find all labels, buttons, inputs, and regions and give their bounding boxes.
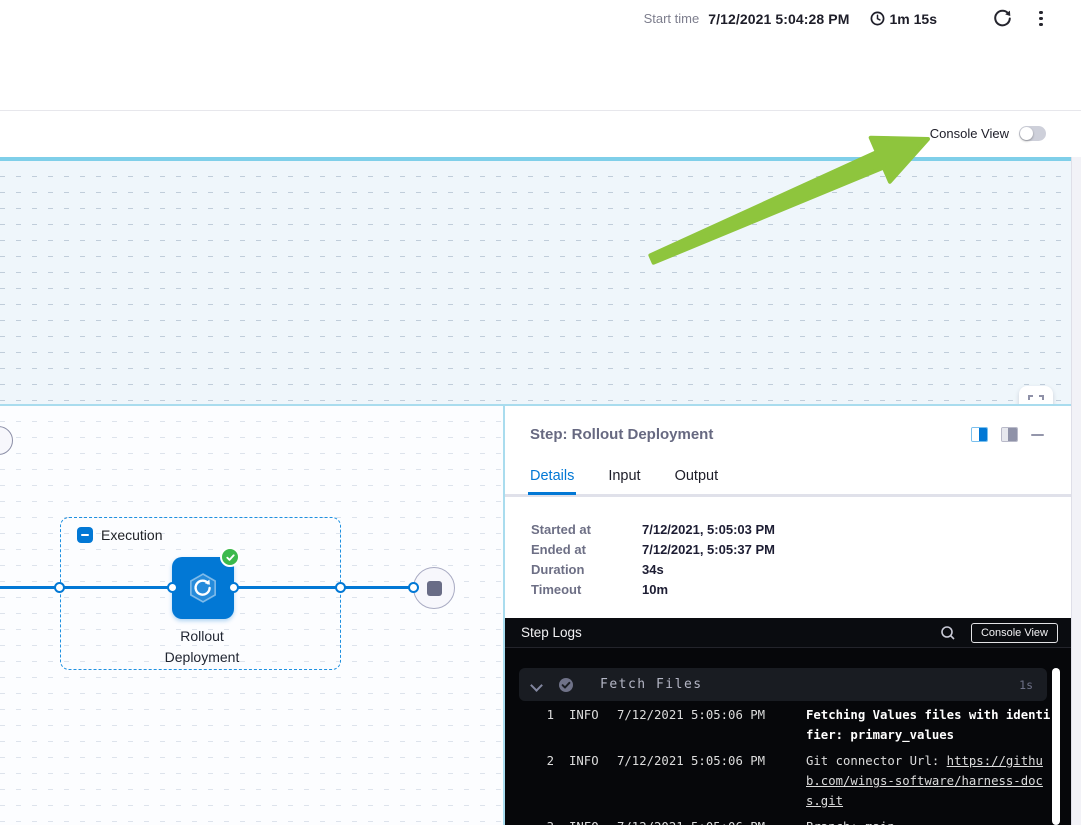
panel-tabs: Details Input Output [527,468,719,495]
git-connector-link[interactable]: https://github.com/wings-software/harnes… [806,754,1043,808]
execution-group-label: Execution [101,527,163,543]
log-level: INFO [569,708,599,722]
log-level: INFO [569,754,599,768]
canvas-zoom-controls: + − [1019,386,1053,404]
log-line-number: 3 [541,817,554,825]
refresh-button[interactable] [993,9,1012,28]
edge-connector [167,582,178,593]
app-scrollbar-track[interactable] [1071,157,1081,825]
start-time-value: 7/12/2021 5:04:28 PM [708,10,850,27]
detail-value: 34s [642,561,664,577]
log-row: 2 INFO 7/12/2021 5:05:06 PM Git connecto… [541,751,1061,811]
toggle-knob [1020,127,1033,140]
detail-label: Ended at [531,541,586,557]
tabs-divider [505,494,1071,497]
detail-row: Ended at 7/12/2021, 5:05:37 PM [531,539,775,559]
chevron-down-icon [531,680,541,690]
edge-connector [408,582,419,593]
edge-connector [335,582,346,593]
minimize-panel-button[interactable] [1031,428,1045,442]
logs-scrollbar[interactable] [1052,668,1060,825]
fullscreen-button[interactable] [1019,386,1053,404]
log-timestamp: 7/12/2021 5:05:06 PM [617,754,766,768]
rollout-deployment-node[interactable] [172,557,234,619]
step-logs-title: Step Logs [521,625,582,640]
detail-label: Timeout [531,581,582,597]
tab-input[interactable]: Input [608,468,640,493]
node-label: Rollout Deployment [164,628,240,665]
console-view-label: Console View [929,126,1009,141]
duration-value: 1m 15s [889,10,937,27]
detail-row: Started at 7/12/2021, 5:05:03 PM [531,519,775,539]
detail-label: Duration [531,561,585,577]
clock-icon [870,11,885,26]
section-success-icon [558,677,574,693]
log-section-duration: 1s [1019,677,1033,692]
search-icon[interactable] [940,625,956,641]
logs-console-view-button[interactable]: Console View [970,622,1058,643]
log-level: INFO [569,817,602,825]
detail-row: Timeout 10m [531,579,775,599]
log-message: Fetching Values files with identifier: p… [806,708,1051,742]
dot-grid [0,161,1071,404]
edge-connector [54,582,65,593]
detail-row: Duration 34s [531,559,775,579]
step-logs-header: Step Logs Console View [505,618,1071,648]
detail-value: 7/12/2021, 5:05:37 PM [642,541,775,557]
start-time-label: Start time [643,11,700,26]
step-logs-panel: Step Logs Console View Fetch Files 1s [505,618,1071,825]
log-row: 3 INFO 7/12/2021 5:05:06 PM Branch: main [541,817,1061,825]
minus-icon [81,534,89,536]
console-view-toggle[interactable] [1019,126,1046,141]
log-section-header[interactable]: Fetch Files 1s [519,668,1047,701]
log-row: 1 INFO 7/12/2021 5:05:06 PM Fetching Val… [541,705,1061,745]
edge-connector [228,582,239,593]
tab-details[interactable]: Details [527,468,577,495]
details-table: Started at 7/12/2021, 5:05:03 PM Ended a… [531,519,775,599]
split-view-right-icon[interactable] [971,427,988,442]
tab-output[interactable]: Output [675,468,719,493]
log-line-number: 2 [546,754,554,768]
sub-header: Console View [0,112,1081,157]
detail-label: Started at [531,521,591,537]
rollout-icon [190,573,217,603]
log-section-name: Fetch Files [600,677,703,692]
top-header: Start time 7/12/2021 5:04:28 PM 1m 15s [0,0,1081,111]
log-message: Branch: main [806,817,1051,825]
split-view-bottom-icon[interactable] [1001,427,1018,442]
log-timestamp: 7/12/2021 5:05:06 PM [617,708,766,722]
log-line-number: 1 [546,708,554,722]
more-options-icon[interactable] [1034,10,1048,28]
stage-graph-canvas[interactable]: + − [0,161,1071,404]
step-details-panel: Step: Rollout Deployment Details Input O… [503,406,1071,825]
log-message: Git connector Url: https://github.com/wi… [806,751,1051,811]
detail-value: 10m [642,581,669,597]
log-message-text: Git connector Url: [806,754,947,768]
stop-node[interactable] [413,567,455,609]
canvas-section-divider [0,404,1071,406]
log-timestamp: 7/12/2021 5:05:06 PM [617,817,767,825]
log-lines: 1 INFO 7/12/2021 5:05:06 PM Fetching Val… [541,705,1061,825]
panel-title: Step: Rollout Deployment [530,426,714,443]
collapse-group-button[interactable] [77,527,93,543]
canvas-top-border [0,157,1081,161]
detail-value: 7/12/2021, 5:05:03 PM [642,521,775,537]
success-badge-icon [220,547,240,567]
stop-icon [426,580,442,596]
